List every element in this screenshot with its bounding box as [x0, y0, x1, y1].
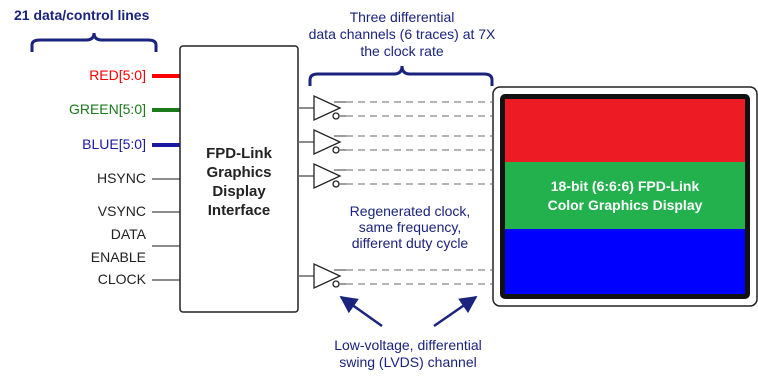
- display-red-band: [505, 99, 745, 162]
- channels-line3: the clock rate: [360, 43, 443, 59]
- clock-driver: [313, 262, 346, 290]
- lvds-line2: swing (LVDS) channel: [339, 354, 476, 370]
- lvds-line1: Low-voltage, differential: [334, 337, 482, 353]
- signal-red: RED[5:0]: [89, 67, 146, 83]
- color-display: 18-bit (6:6:6) FPD-Link Color Graphics D…: [492, 86, 758, 307]
- display-line1: 18-bit (6:6:6) FPD-Link: [551, 178, 700, 194]
- signal-hsync: HSYNC: [97, 170, 146, 186]
- signal-enable: ENABLE: [91, 249, 146, 265]
- clock-note-line2: same frequency,: [359, 219, 461, 235]
- driver-2: [313, 128, 346, 156]
- signal-green: GREEN[5:0]: [69, 101, 146, 117]
- interface-line3: Display: [212, 183, 266, 200]
- channels-line2: data channels (6 traces) at 7X: [309, 26, 496, 42]
- display-green-band: [505, 162, 745, 229]
- clock-note-line3: different duty cycle: [352, 235, 469, 251]
- header-title: 21 data/control lines: [14, 7, 150, 23]
- display-line2: Color Graphics Display: [548, 197, 703, 213]
- signal-blue: BLUE[5:0]: [82, 136, 146, 152]
- channels-brace: [308, 65, 494, 86]
- interface-line2: Graphics: [206, 164, 271, 181]
- lvds-arrow-right: [433, 295, 478, 328]
- left-brace: [30, 32, 158, 52]
- display-blue-band: [505, 229, 745, 294]
- interface-box: [179, 45, 299, 313]
- clock-note-line1: Regenerated clock,: [350, 203, 471, 219]
- data-traces: [346, 101, 492, 185]
- signal-data: DATA: [111, 226, 147, 242]
- interface-line4: Interface: [208, 202, 271, 219]
- lvds-arrow-left: [339, 295, 383, 328]
- signal-vsync: VSYNC: [98, 203, 146, 219]
- driver-1: [313, 94, 346, 122]
- signal-clock: CLOCK: [98, 271, 147, 287]
- interface-line1: FPD-Link: [206, 145, 272, 162]
- channels-line1: Three differential: [350, 9, 455, 25]
- driver-3: [313, 162, 346, 190]
- clock-traces: [346, 269, 492, 285]
